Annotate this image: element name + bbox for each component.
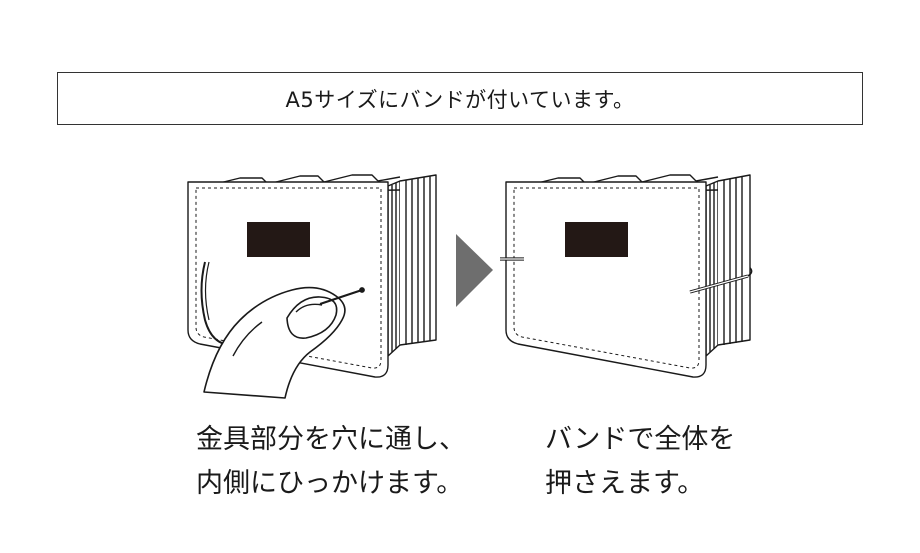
step-1-caption-line-1: 金具部分を穴に通し、	[196, 424, 466, 455]
step-1-caption-line-2: 内側にひっかけます。	[196, 468, 464, 499]
file-with-hand-hooking-band-icon	[187, 174, 437, 399]
title-box: A5サイズにバンドが付いています。	[57, 72, 863, 125]
step-1-caption: 金具部分を穴に通し、 内側にひっかけます。	[196, 418, 466, 506]
file-with-band-fastened-icon	[500, 174, 753, 378]
page-title: A5サイズにバンドが付いています。	[285, 87, 635, 112]
right-triangle-arrow-icon	[456, 234, 493, 307]
step-2-caption-line-1: バンドで全体を	[545, 424, 736, 455]
step-2-caption-line-2: 押さえます。	[545, 468, 705, 499]
step-2-caption: バンドで全体を 押さえます。	[545, 418, 735, 506]
